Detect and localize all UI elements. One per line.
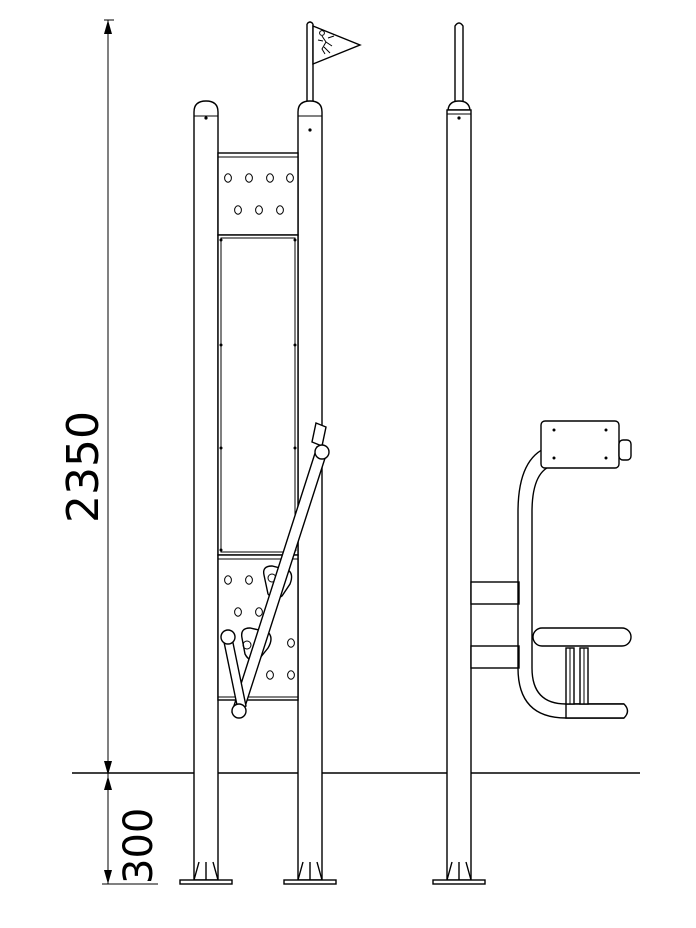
dimension-height-2350 <box>104 19 114 775</box>
depth-dimension-label: 300 <box>116 808 162 884</box>
center-panel <box>217 234 299 556</box>
connector-upper <box>470 581 520 605</box>
lever-bottom-grip <box>231 703 247 719</box>
back-pad <box>540 420 620 469</box>
left-post <box>193 100 219 881</box>
flag <box>312 24 362 66</box>
foot-bar <box>532 627 632 647</box>
top-plate-holes <box>224 173 294 215</box>
lever-top-grip <box>314 444 330 460</box>
seat-post <box>446 109 472 881</box>
height-dimension-label: 2350 <box>58 411 109 523</box>
seat-station-structure <box>432 22 632 885</box>
seat-frame-tube <box>517 446 624 719</box>
top-hold-plate <box>217 152 299 236</box>
back-pad-end-cap <box>618 439 632 461</box>
climbing-panel-structure <box>179 21 362 885</box>
dimension-depth-300 <box>102 775 158 885</box>
connector-lower <box>470 645 520 669</box>
right-post-base <box>283 861 337 885</box>
climber-figure-icon <box>317 30 335 55</box>
seat-post-base <box>432 861 486 885</box>
lever-pivot <box>220 629 236 645</box>
left-post-base <box>179 861 233 885</box>
